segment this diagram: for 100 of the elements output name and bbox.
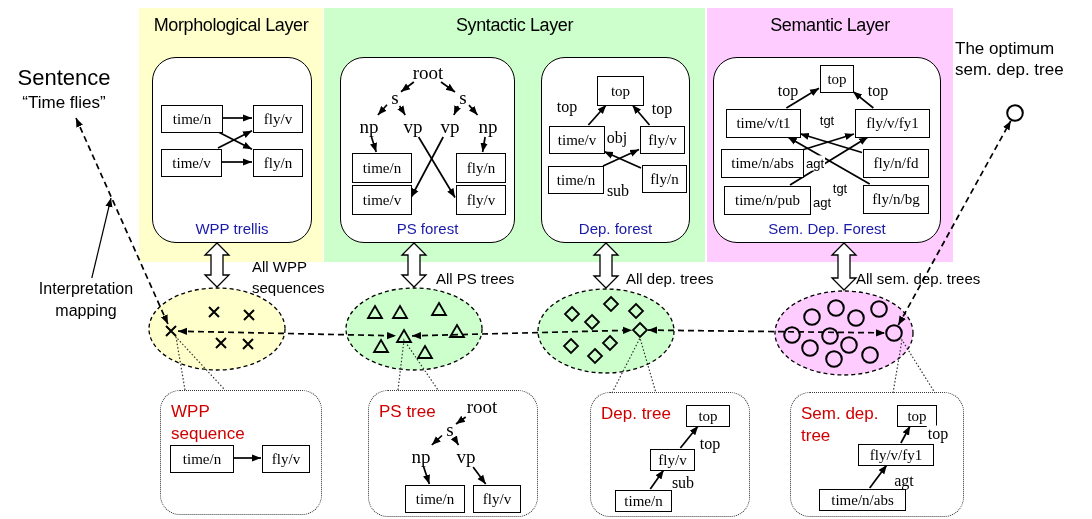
arrow xyxy=(472,466,487,485)
arrow xyxy=(450,435,460,446)
arrow xyxy=(377,103,388,116)
word-tag: top xyxy=(597,76,644,106)
arrow xyxy=(370,136,378,153)
arrow xyxy=(232,454,262,462)
word-tag: fly/v xyxy=(640,126,685,154)
set-caption: All PS trees xyxy=(436,269,516,289)
word-tag: fly/n xyxy=(456,153,506,183)
circle-mark xyxy=(870,300,888,318)
dashed-arrow xyxy=(897,120,1012,326)
triangle-mark xyxy=(449,324,465,338)
forest-title: WPP trellis xyxy=(194,220,270,237)
triangle-mark xyxy=(392,305,408,319)
cross-mark xyxy=(214,336,228,350)
arrow xyxy=(397,105,407,116)
diamond-mark xyxy=(602,335,618,351)
tree-label: vp xyxy=(437,116,463,138)
word-tag: time/n xyxy=(170,445,234,473)
callout-bubble xyxy=(590,392,750,517)
set-ellipse xyxy=(345,287,483,371)
triangle-mark xyxy=(396,329,412,343)
block-arrow xyxy=(400,242,428,288)
word-tag: time/n xyxy=(548,166,604,194)
arrow xyxy=(852,90,875,109)
word-tag: time/n xyxy=(352,153,412,183)
word-tag: top xyxy=(897,405,937,427)
arrow xyxy=(453,105,461,116)
circle-mark xyxy=(847,309,865,327)
arrow xyxy=(900,425,911,444)
word-tag: fly/n xyxy=(642,165,687,193)
callout-title: WPP sequence xyxy=(171,401,246,445)
triangle-mark xyxy=(431,302,447,316)
arrow xyxy=(631,104,651,126)
layer-title: Morphological Layer xyxy=(152,15,310,36)
tree-label: vp xyxy=(400,116,426,138)
arrow xyxy=(410,136,445,199)
cross-mark xyxy=(164,324,178,338)
circle-mark xyxy=(827,299,845,317)
tree-label: vp xyxy=(452,446,480,468)
tree-label: s xyxy=(456,89,470,107)
forest-title: PS forest xyxy=(395,220,460,237)
forest-panel xyxy=(340,57,515,243)
callout-title: Dep. tree xyxy=(601,403,672,425)
word-tag: fly/v xyxy=(253,105,303,133)
circle-mark xyxy=(821,327,839,345)
layer-panel xyxy=(707,8,953,262)
word-tag: time/n/abs xyxy=(819,489,906,511)
circle-mark xyxy=(840,336,858,354)
diamond-mark xyxy=(603,296,619,312)
word-tag: time/n xyxy=(405,485,465,513)
set-ellipse xyxy=(774,290,914,376)
tree-label: root xyxy=(408,63,448,83)
arrow xyxy=(802,133,855,151)
cross-mark xyxy=(207,305,221,319)
set-caption: All WPP sequences xyxy=(252,257,326,298)
arrow xyxy=(221,114,253,122)
word-tag: fly/n/fd xyxy=(863,149,929,178)
circle-mark xyxy=(861,346,879,364)
heading-text: Sentence xyxy=(16,64,112,92)
arrow xyxy=(649,469,665,490)
arrow xyxy=(440,81,456,93)
callout-bubble xyxy=(160,390,322,515)
layer-title: Syntactic Layer xyxy=(454,15,575,36)
word-tag: time/n/abs xyxy=(721,149,804,178)
circle-mark xyxy=(825,350,843,368)
edge-label: agt xyxy=(804,155,826,171)
word-tag: fly/v/fy1 xyxy=(855,109,930,138)
layer-panel xyxy=(139,8,323,262)
diamond-mark xyxy=(564,306,580,322)
word-tag: time/v xyxy=(549,126,605,154)
forest-panel xyxy=(713,57,941,243)
word-tag: top xyxy=(820,65,854,93)
tree-label: np xyxy=(475,116,501,138)
diamond-mark xyxy=(563,338,579,354)
edge-label: top xyxy=(926,425,950,441)
forest-title: Sem. Dep. Forest xyxy=(767,220,887,237)
tree-label: s xyxy=(443,421,457,439)
edge-label: sub xyxy=(670,474,696,490)
arrow xyxy=(220,158,253,166)
diamond-mark xyxy=(584,314,600,330)
word-tag: fly/n xyxy=(253,149,303,177)
arrow xyxy=(868,464,888,489)
word-tag: fly/n/bg xyxy=(863,185,929,214)
dashed-arrow xyxy=(75,117,169,325)
forest-panel xyxy=(152,57,312,243)
arrow xyxy=(799,132,863,154)
tree-label: np xyxy=(355,116,383,138)
set-caption: All sem. dep. trees xyxy=(856,269,982,289)
layer-title: Semantic Layer xyxy=(769,15,891,36)
arrow xyxy=(422,466,431,485)
forest-panel xyxy=(541,57,690,243)
annotation-text: Interpretation mapping xyxy=(30,278,142,326)
word-tag: fly/v xyxy=(473,485,521,513)
word-tag: fly/v/fy1 xyxy=(858,444,934,466)
arrow xyxy=(785,87,820,109)
block-arrow xyxy=(203,242,231,288)
callout-bubble xyxy=(368,390,538,517)
set-ellipse xyxy=(537,288,675,374)
quote-text: “Time flies” xyxy=(21,92,107,114)
